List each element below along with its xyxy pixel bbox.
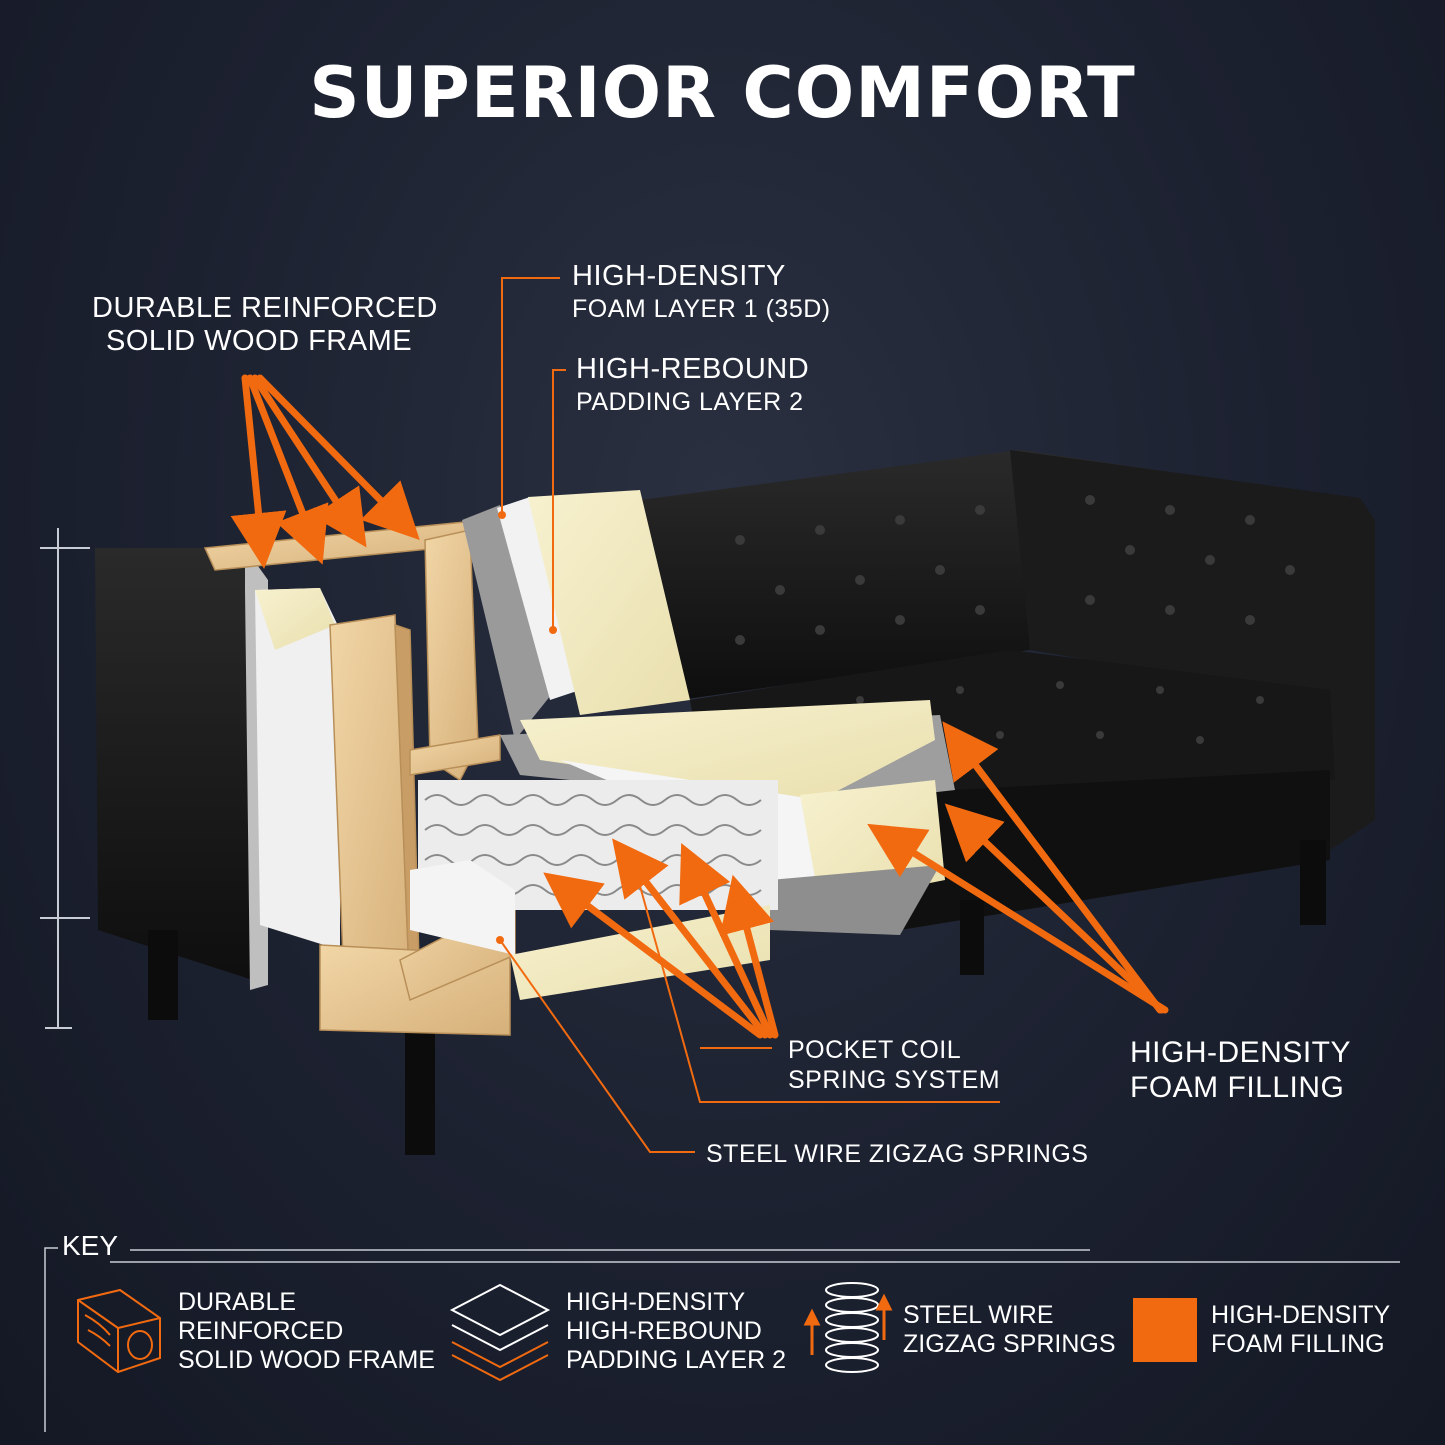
- key-item-wood-frame-line1: DURABLE: [178, 1288, 297, 1316]
- callout-pocket-coil-line2: SPRING SYSTEM: [788, 1066, 1001, 1094]
- key-item-padding-layer: HIGH-DENSITY HIGH-REBOUND PADDING LAYER …: [566, 1288, 786, 1375]
- callout-leaders: [499, 277, 1000, 1153]
- key-item-zigzag-springs-line1: STEEL WIRE: [903, 1301, 1054, 1329]
- key-item-padding-layer-line2: HIGH-REBOUND: [566, 1317, 762, 1345]
- callout-foam-filling-line1: HIGH-DENSITY: [1130, 1036, 1352, 1069]
- key-item-zigzag-springs-line2: ZIGZAG SPRINGS: [903, 1330, 1116, 1358]
- seat-front-foam: [410, 860, 770, 1000]
- callout-foam-filling: HIGH-DENSITY FOAM FILLING: [1130, 1035, 1351, 1105]
- key-item-wood-frame-line3: SOLID WOOD FRAME: [178, 1346, 435, 1374]
- callout-zigzag-springs: STEEL WIRE ZIGZAG SPRINGS: [706, 1138, 1088, 1171]
- key-item-zigzag-springs: STEEL WIRE ZIGZAG SPRINGS: [903, 1301, 1116, 1359]
- orange-arrows: [230, 374, 1169, 1039]
- key-item-padding-layer-line3: PADDING LAYER 2: [566, 1346, 786, 1374]
- layered-foam-icon: [449, 1283, 551, 1382]
- callout-pocket-coil: POCKET COIL SPRING SYSTEM: [788, 1035, 1000, 1095]
- callout-padding-layer-2-line1: HIGH-REBOUND: [576, 353, 810, 385]
- key-frame: [44, 1247, 1400, 1432]
- callout-foam-filling-line2: FOAM FILLING: [1130, 1071, 1345, 1104]
- orange-square-icon: [1133, 1298, 1197, 1362]
- key-item-foam-filling-line2: FOAM FILLING: [1211, 1330, 1385, 1358]
- wood-block-icon: [77, 1288, 161, 1374]
- callout-wood-frame: DURABLE REINFORCED SOLID WOOD FRAME: [92, 292, 438, 358]
- key-item-foam-filling-line1: HIGH-DENSITY: [1211, 1301, 1391, 1329]
- callout-foam-layer-1-line1: HIGH-DENSITY: [572, 260, 786, 292]
- callout-foam-layer-1: HIGH-DENSITY FOAM LAYER 1 (35D): [572, 260, 831, 326]
- callout-pocket-coil-line1: POCKET COIL: [788, 1036, 962, 1064]
- callout-wood-frame-line1: DURABLE REINFORCED: [92, 292, 438, 324]
- page-title: SUPERIOR COMFORT: [309, 52, 1136, 134]
- back-foam-layers: [462, 490, 690, 740]
- callout-padding-layer-2-line2: PADDING LAYER 2: [576, 388, 804, 416]
- key-item-wood-frame-line2: REINFORCED: [178, 1317, 344, 1345]
- dimension-guide: [40, 528, 90, 1029]
- callout-wood-frame-line2: SOLID WOOD FRAME: [106, 325, 413, 357]
- callout-zigzag-springs-line1: STEEL WIRE ZIGZAG SPRINGS: [706, 1140, 1089, 1168]
- callout-foam-layer-1-line2: FOAM LAYER 1 (35D): [572, 295, 831, 323]
- key-item-foam-filling: HIGH-DENSITY FOAM FILLING: [1211, 1301, 1390, 1359]
- callout-padding-layer-2: HIGH-REBOUND PADDING LAYER 2: [576, 353, 809, 419]
- key-item-padding-layer-line1: HIGH-DENSITY: [566, 1288, 746, 1316]
- arm-foam-cutaway: [255, 588, 340, 950]
- coil-spring-icon: [803, 1282, 893, 1373]
- key-label: KEY: [62, 1230, 119, 1261]
- key-item-wood-frame: DURABLE REINFORCED SOLID WOOD FRAME: [178, 1288, 435, 1375]
